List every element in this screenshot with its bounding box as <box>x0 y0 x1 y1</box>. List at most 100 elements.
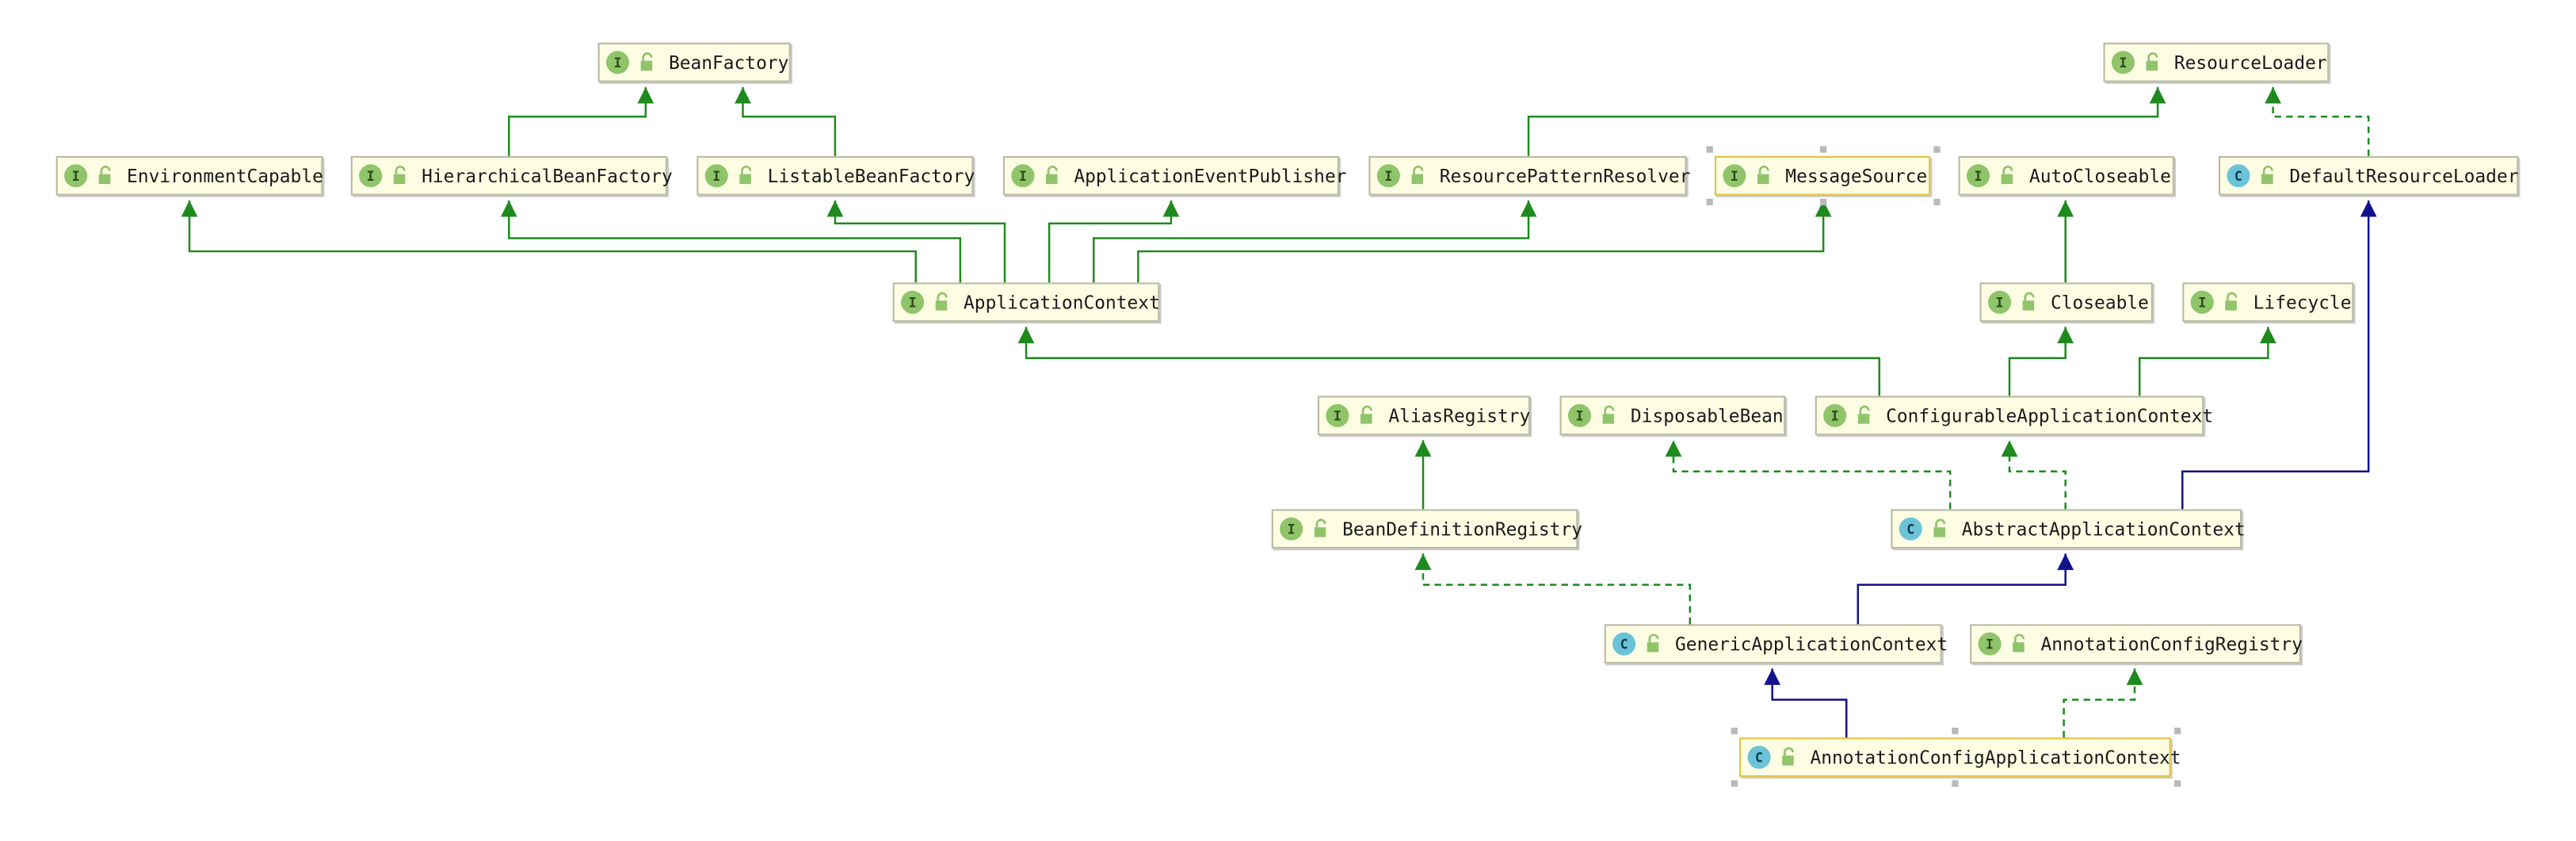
interface-icon: I <box>901 290 925 314</box>
selection-handle[interactable] <box>1952 780 1959 787</box>
public-visibility-icon <box>2008 633 2031 656</box>
public-visibility-icon <box>1597 404 1620 427</box>
arrowhead <box>500 200 517 217</box>
arrowhead <box>2265 86 2281 104</box>
interface-icon: I <box>1723 164 1746 188</box>
selection-handle[interactable] <box>1706 198 1713 206</box>
arrowhead <box>1815 200 1832 217</box>
interface-icon: I <box>1987 290 2012 314</box>
node-closeable[interactable]: I Closeable <box>1979 282 2153 323</box>
edge-appctx-to-eventpublisher <box>1048 200 1180 283</box>
public-visibility-icon <box>2220 291 2243 314</box>
selection-handle[interactable] <box>1933 198 1941 206</box>
selection-handle[interactable] <box>2173 780 2181 787</box>
edge-beandefregistry-to-aliasregistry <box>1414 440 1432 510</box>
node-disposable-bean[interactable]: I DisposableBean <box>1559 396 1786 436</box>
selection-handle[interactable] <box>1952 728 1959 735</box>
public-visibility-icon <box>1356 404 1379 427</box>
node-label: BeanFactory <box>668 52 789 74</box>
selection-handle[interactable] <box>1706 146 1713 153</box>
edge-defaultloader-to-resourceloader <box>2265 86 2370 156</box>
selection-handle[interactable] <box>1933 146 1941 153</box>
interface-icon: I <box>64 164 88 188</box>
interface-icon: I <box>1280 517 1303 541</box>
arrowhead <box>1665 440 1682 457</box>
arrowhead <box>735 86 751 104</box>
public-visibility-icon <box>389 164 412 187</box>
interface-icon: I <box>2111 51 2135 75</box>
node-abstract-application-context[interactable]: C AbstractApplicationContext <box>1891 509 2246 549</box>
selection-handle[interactable] <box>2173 728 2181 735</box>
interface-icon: I <box>1011 164 1035 188</box>
node-label: MessageSource <box>1785 165 1928 187</box>
interface-icon: I <box>1567 403 1592 427</box>
node-label: Closeable <box>2050 291 2149 313</box>
edge-annotationctx-to-configregistry <box>2063 668 2143 738</box>
edge-configurable-to-appctx <box>1017 327 1881 396</box>
selection-handle[interactable] <box>1731 780 1738 787</box>
arrowhead <box>2126 668 2143 686</box>
node-label: DisposableBean <box>1630 404 1784 426</box>
arrowhead <box>1162 200 1180 217</box>
interface-icon: I <box>2190 290 2214 314</box>
arrowhead <box>2057 200 2074 217</box>
edge-appctx-to-environmentcapable <box>181 200 918 283</box>
node-annotation-config-registry[interactable]: I AnnotationConfigRegistry <box>1970 624 2303 664</box>
public-visibility-icon <box>1753 164 1776 187</box>
edge-generic-to-beandefregistry <box>1414 553 1691 625</box>
interface-icon: I <box>359 164 383 188</box>
node-label: AbstractApplicationContext <box>1961 518 2246 540</box>
node-label: AutoCloseable <box>2028 165 2171 187</box>
edge-appctx-to-messagesource <box>1137 200 1832 283</box>
arrowhead <box>1520 200 1537 217</box>
arrowhead <box>2057 327 2074 344</box>
node-label: ResourceLoader <box>2173 52 2327 74</box>
node-label: AliasRegistry <box>1388 404 1531 426</box>
arrowhead <box>181 200 198 217</box>
node-label: ListableBeanFactory <box>767 165 975 187</box>
edge-appctx-to-patternresolver <box>1093 200 1537 283</box>
arrowhead <box>1017 327 1035 344</box>
public-visibility-icon <box>1041 164 1064 187</box>
public-visibility-icon <box>1929 518 1952 541</box>
node-resource-loader[interactable]: I ResourceLoader <box>2103 42 2330 82</box>
arrowhead <box>1414 553 1432 571</box>
selection-handle[interactable] <box>1731 728 1738 735</box>
arrowhead <box>2057 553 2074 571</box>
edge-generic-to-abstract <box>1857 553 2074 625</box>
class-icon: C <box>1899 517 1922 541</box>
public-visibility-icon <box>2017 291 2040 314</box>
node-message-source[interactable]: I MessageSource <box>1714 155 1931 196</box>
class-icon: C <box>1747 745 1771 769</box>
node-label: DefaultResourceLoader <box>2289 165 2519 187</box>
public-visibility-icon <box>735 164 758 187</box>
selection-handle[interactable] <box>1819 198 1827 206</box>
edge-patternresolver-to-resourceloader <box>1527 86 2166 156</box>
public-visibility-icon <box>2257 164 2280 187</box>
node-label: GenericApplicationContext <box>1675 633 1948 655</box>
arrowhead <box>1764 668 1781 686</box>
node-label: AnnotationConfigRegistry <box>2040 633 2303 655</box>
edge-abstract-to-configurable <box>2001 440 2067 510</box>
edge-closeable-to-autocloseable <box>2057 200 2074 283</box>
interface-icon: I <box>1978 632 2002 656</box>
public-visibility-icon <box>1310 518 1333 541</box>
selection-handle[interactable] <box>1819 146 1827 153</box>
